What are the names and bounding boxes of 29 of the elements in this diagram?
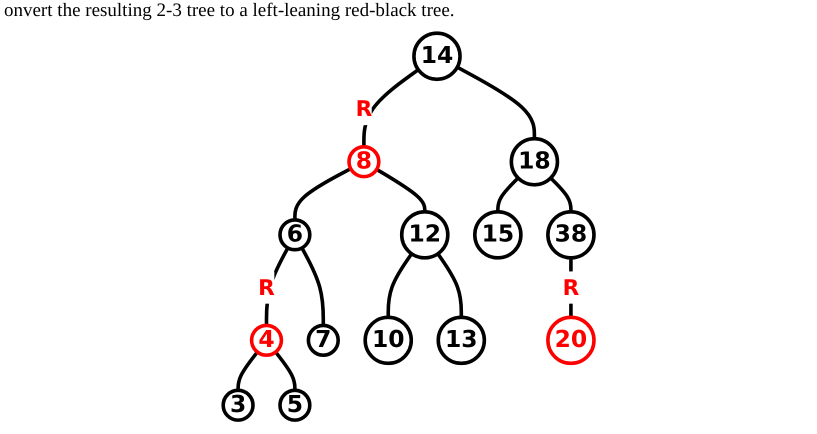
connector [436, 252, 464, 318]
edge-label: R [355, 96, 372, 122]
connector [274, 350, 297, 390]
connector [456, 66, 536, 139]
node-circle: 20 [546, 315, 596, 366]
connector [386, 252, 414, 318]
connector [236, 350, 259, 390]
node-circle: 18 [509, 136, 560, 187]
connector [362, 68, 420, 147]
node-circle: 38 [546, 210, 596, 260]
node-circle: 10 [363, 315, 413, 366]
node-circle: 3 [221, 388, 255, 422]
node-circle: 4 [250, 324, 284, 357]
node-circle: 14 [412, 31, 462, 82]
connector [293, 167, 352, 220]
edge-label: R [258, 274, 275, 300]
connector [549, 176, 573, 212]
node-circle: 15 [472, 210, 523, 260]
instruction-text: onvert the resulting 2-3 tree to a left-leaning red-black tree. [4, 0, 455, 22]
node-circle: 7 [306, 324, 340, 357]
connector [496, 176, 520, 212]
edge-label: R [562, 274, 580, 300]
node-circle: 5 [278, 388, 312, 422]
node-circle: 13 [436, 315, 486, 366]
connector [300, 247, 325, 326]
node-circle: 6 [278, 218, 312, 252]
connector [376, 168, 426, 212]
node-circle: 12 [400, 210, 450, 260]
node-circle: 8 [347, 145, 380, 178]
